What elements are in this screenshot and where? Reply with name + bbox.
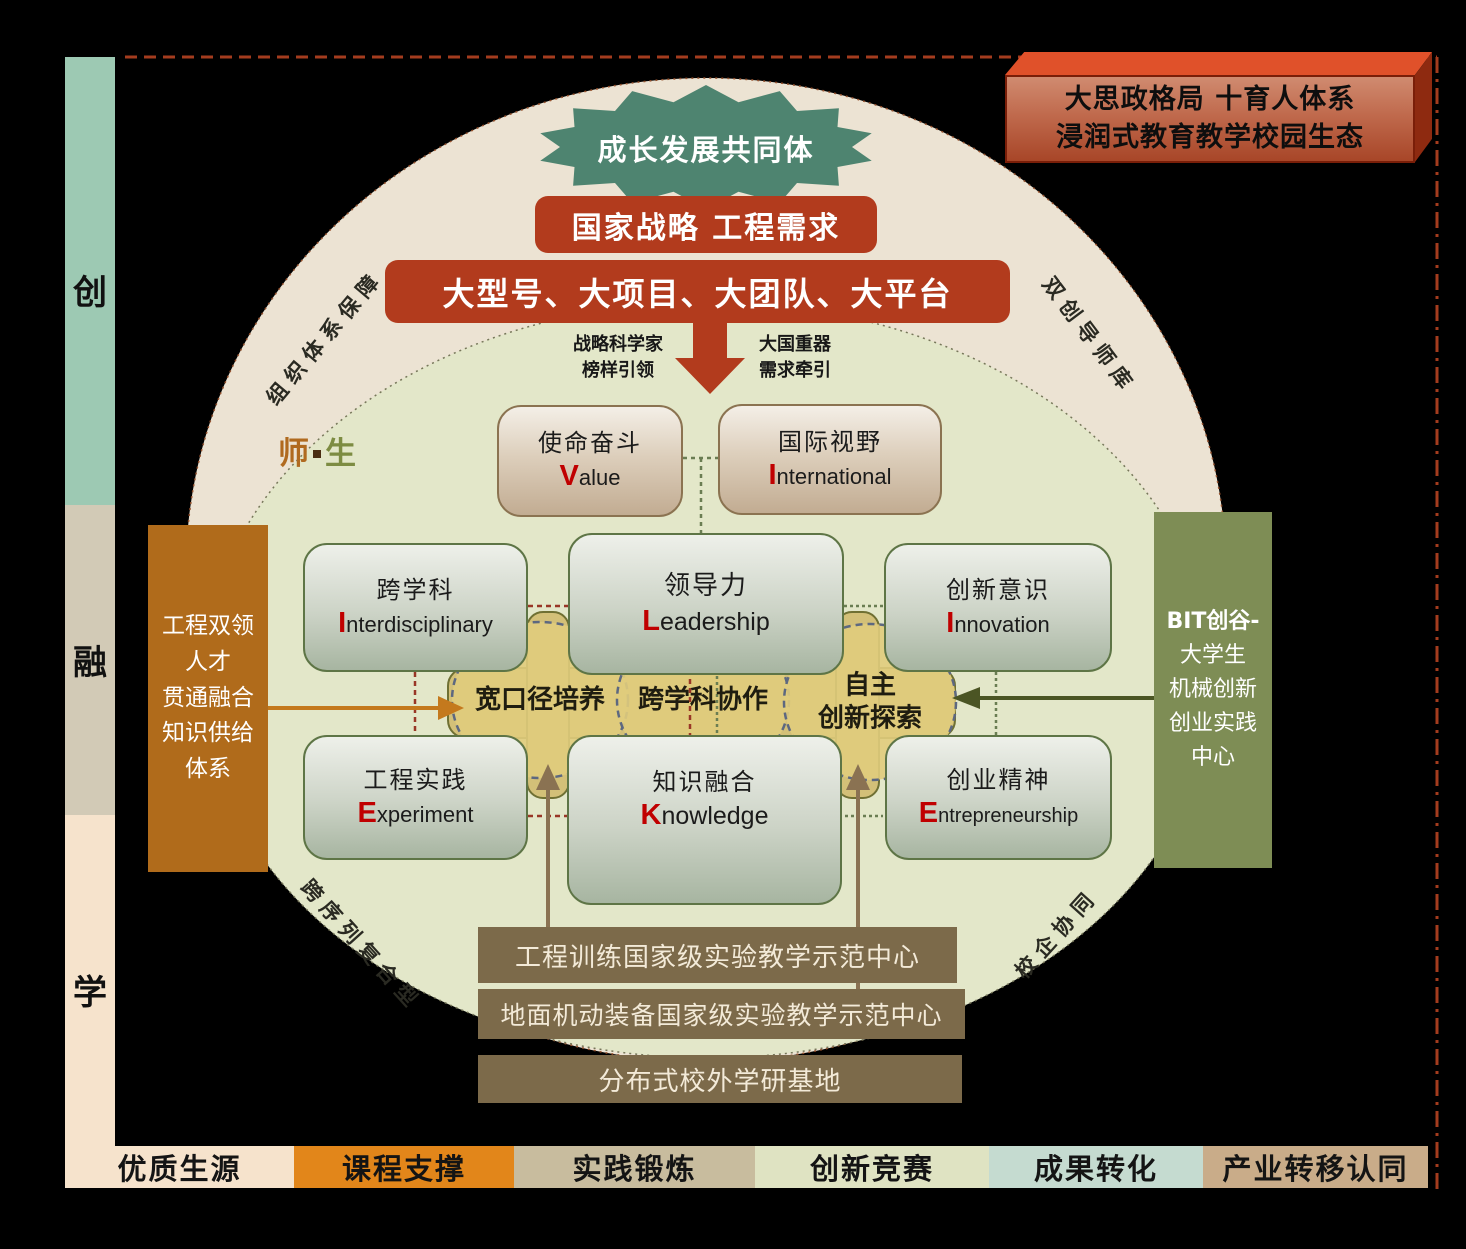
separator-dot [313,449,321,458]
chain-achievement-transfer: 成果转化 [989,1146,1203,1188]
chain-innovation-competition: 创新竞赛 [755,1146,989,1188]
box-cn-label: 国际视野 [778,427,882,456]
en-initial: E [918,796,939,829]
star-burst-shape [540,85,872,209]
sidebox-line: 知识供给 [162,720,254,747]
en-rest: nternational [776,463,892,489]
note-line: 大国重器 [759,334,831,355]
platform-bar-engineering-training: 工程训练国家级实验教学示范中心 [478,927,957,983]
teacher-char: 师 [278,436,309,472]
banner-big4-label: 大型号、大项目、大团队、大平台 [442,274,953,313]
box-innovation: 创新意识 Innovation [884,543,1112,672]
box-cn-label: 创新意识 [946,575,1050,604]
en-rest: ntrepreneurship [938,804,1079,827]
note-line: 需求牵引 [759,360,831,382]
en-initial: I [946,606,955,639]
sidebox-line: 工程双领 [162,613,254,640]
big-down-arrow [675,323,745,394]
box-cn-label: 工程实践 [363,765,468,794]
platform-bar-offcampus-bases: 分布式校外学研基地 [478,1055,962,1103]
box-cn-label: 跨学科 [376,575,455,604]
star-burst-label: 成长发展共同体 [597,133,815,167]
axis-segment-learn [65,815,115,1146]
badge-right-bevel [1415,52,1432,162]
en-rest: alue [578,465,621,491]
en-initial: K [640,799,662,832]
en-initial: I [768,458,777,491]
sidebox-line: 贯通融合 [162,684,254,711]
chain-quality-students: 优质生源 [65,1146,294,1188]
sidebox-line: 体系 [185,755,231,782]
left-talent-box: 工程双领 人才 贯通融合 知识供给 体系 [148,525,268,872]
axis-char-fuse: 融 [73,643,107,683]
en-rest: eadership [659,607,770,636]
box-international: 国际视野 International [718,404,942,515]
sidebox-line: BIT创谷- [1166,608,1260,634]
box-leadership: 领导力 Leadership [568,533,844,675]
note-line: 榜样引领 [582,360,654,382]
chain-practice-training: 实践锻炼 [514,1146,755,1188]
note-national-instrument: 大国重器 需求牵引 [725,332,865,384]
orange-supply-arrow [268,696,464,720]
sidebox-line: 机械创新 [1168,676,1257,702]
student-char: 生 [325,436,356,472]
chain-industry-recognition: 产业转移认同 [1203,1146,1428,1188]
box-knowledge: 知识融合 Knowledge [567,735,842,905]
box-value: 使命奋斗 Value [497,405,683,517]
sidebox-line: 大学生 [1179,642,1246,668]
hub-label-self-innovation: 自主 创新探索 [818,670,922,735]
box-cn-label: 创业精神 [946,765,1051,794]
banner-big4-shape [385,260,1010,323]
box-entrepreneurship: 创业精神 Entrepreneurship [885,735,1112,860]
teacher-student-label: 师生 [278,428,356,473]
hub-label-broad-training: 宽口径培养 [474,684,606,715]
en-initial: E [357,796,377,829]
sidebox-line: 人才 [185,649,231,676]
axis-char-create: 创 [73,273,107,313]
badge-line: 大思政格局 十育人体系 [1064,84,1356,116]
badge-top-bevel [1005,52,1432,75]
banner-strategy-shape [535,196,877,253]
axis-char-learn: 学 [73,973,107,1013]
hub-line: 自主 [843,670,897,701]
sidebox-line: 中心 [1190,745,1235,771]
box-cn-label: 知识融合 [652,768,757,796]
ideology-badge: 大思政格局 十育人体系 浸润式教育教学校园生态 [1005,75,1415,163]
platform-bar-ground-equipment: 地面机动装备国家级实验教学示范中心 [478,989,965,1039]
badge-line: 浸润式教育教学校园生态 [1056,122,1364,153]
en-rest: nterdisciplinary [346,611,493,637]
en-initial: L [642,604,660,637]
en-rest: nowledge [661,802,769,831]
chain-curriculum-support: 课程支撑 [294,1146,514,1188]
box-experiment: 工程实践 Experiment [303,735,528,860]
note-line: 战略科学家 [573,334,663,355]
sidebox-line: 创业实践 [1168,711,1257,737]
note-strategic-scientist: 战略科学家 榜样引领 [548,332,688,384]
olive-bit-arrow [952,687,1154,709]
hub-label-interdisciplinary-collab: 跨学科协作 [637,684,769,715]
en-initial: I [338,606,347,639]
en-initial: V [559,460,579,493]
box-interdisciplinary: 跨学科 Interdisciplinary [303,543,528,672]
en-rest: nnovation [954,611,1050,637]
box-cn-label: 领导力 [663,570,748,601]
axis-segment-fuse [65,505,115,815]
en-rest: xperiment [376,801,474,827]
box-cn-label: 使命奋斗 [538,429,642,457]
bit-innovation-center-box: BIT创谷- 大学生 机械创新 创业实践 中心 [1154,512,1272,868]
hub-line: 创新探索 [817,703,923,733]
axis-segment-create [65,57,115,505]
banner-strategy-label: 国家战略 工程需求 [571,210,841,246]
